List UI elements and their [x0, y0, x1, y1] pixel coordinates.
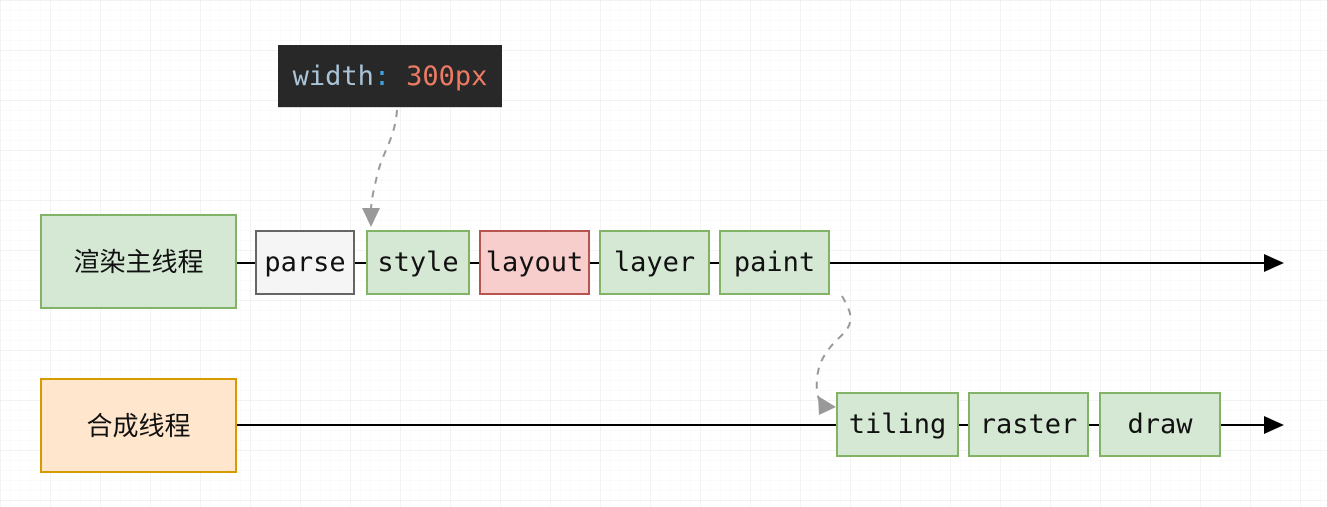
- stage-draw-label: draw: [1127, 409, 1193, 440]
- css-rule-tooltip: width:300px: [278, 45, 502, 107]
- stage-layer-label: layer: [613, 247, 696, 278]
- css-property-name: width: [292, 60, 374, 92]
- stage-tiling-label: tiling: [848, 409, 947, 440]
- render-main-thread-label: 渲染主线程: [73, 246, 204, 277]
- stage-paint-box: paint: [719, 230, 830, 295]
- stage-parse-box: parse: [255, 230, 355, 295]
- compositor-thread-flow-arrow: [237, 416, 1284, 434]
- paint-to-tiling-dashed-arrow: [815, 295, 852, 415]
- stage-style-label: style: [377, 247, 459, 278]
- stage-raster-box: raster: [968, 392, 1089, 457]
- tooltip-to-style-dashed-arrow: [362, 109, 398, 227]
- stage-parse-label: parse: [264, 247, 346, 278]
- compositor-thread-label: 合成线程: [86, 410, 191, 441]
- stage-layout-label: layout: [485, 247, 584, 278]
- css-colon: :: [373, 60, 391, 92]
- css-property-value: 300px: [406, 60, 488, 92]
- compositor-thread-box: 合成线程: [40, 378, 237, 473]
- stage-tiling-box: tiling: [836, 392, 959, 457]
- stage-draw-box: draw: [1099, 392, 1221, 457]
- stage-layout-box: layout: [479, 230, 590, 295]
- render-main-thread-box: 渲染主线程: [40, 214, 237, 309]
- stage-raster-label: raster: [979, 409, 1078, 440]
- stage-style-box: style: [366, 230, 470, 295]
- stage-layer-box: layer: [599, 230, 710, 295]
- stage-paint-label: paint: [733, 247, 816, 278]
